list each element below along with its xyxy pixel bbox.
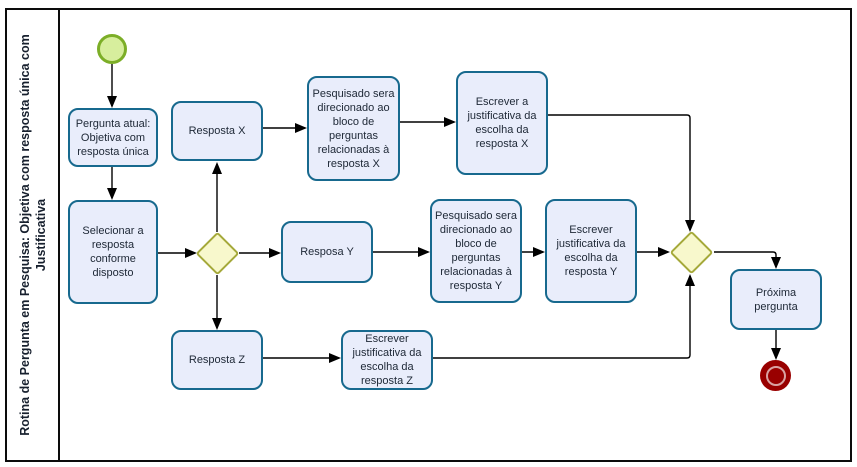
task-selecionar-resposta[interactable]: Selecionar a resposta conforme disposto bbox=[68, 200, 158, 304]
task-label: Selecionar a resposta conforme disposto bbox=[82, 225, 144, 279]
task-escrever-justificativa-x[interactable]: Escrever a justificativa da escolha da r… bbox=[456, 71, 548, 175]
task-label: Pesquisado sera direcionado ao bloco de … bbox=[312, 87, 395, 170]
end-event-inner-ring bbox=[765, 365, 786, 386]
task-label: Resposa Y bbox=[300, 246, 354, 258]
start-event[interactable] bbox=[97, 34, 127, 64]
task-label: Próxima pergunta bbox=[754, 286, 798, 313]
lane-header: Rotina de Pergunta em Pesquisa: Objetiva… bbox=[7, 10, 60, 460]
task-label: Resposta Z bbox=[188, 354, 246, 366]
task-resposa-y[interactable]: Resposa Y bbox=[281, 221, 373, 283]
task-label: Escrever a justificativa da escolha da r… bbox=[467, 96, 537, 150]
task-pesquisado-resposta-y[interactable]: Pesquisado sera direcionado ao bloco de … bbox=[430, 199, 522, 303]
task-label: Escrever justificativa da escolha da res… bbox=[556, 224, 626, 278]
task-label: Pergunta atual: Objetiva com resposta ún… bbox=[75, 117, 151, 158]
task-label: Escrever justificativa da escolha da res… bbox=[352, 333, 422, 387]
task-label: Pesquisado sera direcionado ao bloco de … bbox=[435, 210, 517, 292]
task-resposta-x[interactable]: Resposta X bbox=[171, 101, 263, 161]
task-pergunta-atual[interactable]: Pergunta atual: Objetiva com resposta ún… bbox=[68, 108, 158, 167]
task-proxima-pergunta[interactable]: Próxima pergunta bbox=[730, 269, 822, 330]
task-pesquisado-resposta-x[interactable]: Pesquisado sera direcionado ao bloco de … bbox=[307, 76, 400, 181]
task-label: Resposta X bbox=[188, 125, 246, 137]
task-escrever-justificativa-z[interactable]: Escrever justificativa da escolha da res… bbox=[341, 330, 433, 390]
task-escrever-justificativa-y[interactable]: Escrever justificativa da escolha da res… bbox=[545, 199, 637, 303]
lane-title: Rotina de Pergunta em Pesquisa: Objetiva… bbox=[17, 34, 48, 436]
task-resposta-z[interactable]: Resposta Z bbox=[171, 330, 263, 390]
end-event[interactable] bbox=[760, 360, 791, 391]
